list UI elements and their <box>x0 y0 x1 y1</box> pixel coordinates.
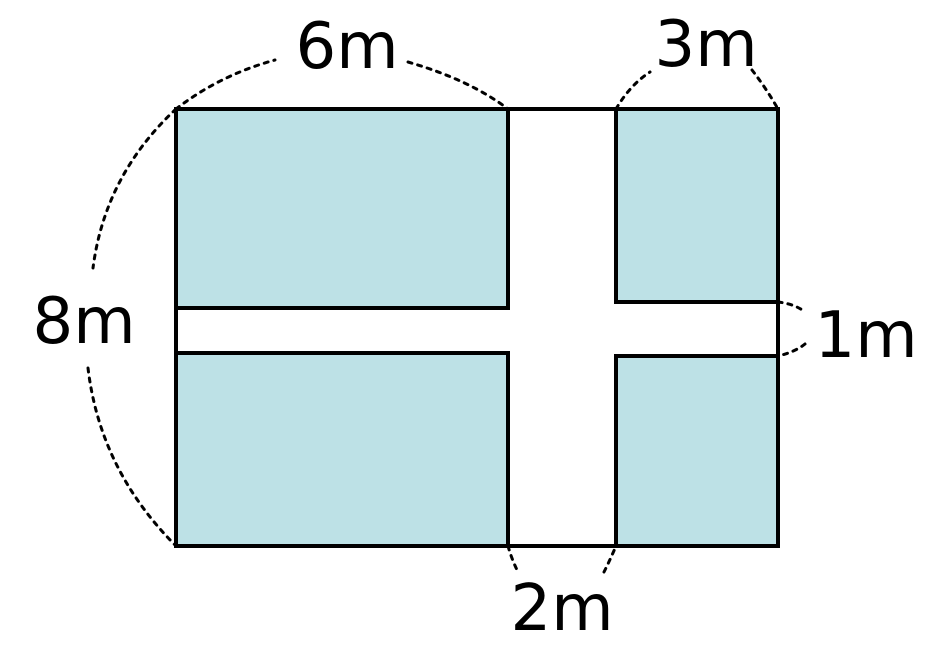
label-8m: 8m <box>32 285 135 359</box>
plot-top-left <box>174 107 510 310</box>
label-6m: 6m <box>295 10 398 84</box>
label-1m: 1m <box>814 299 917 373</box>
label-2m: 2m <box>510 572 613 646</box>
arc-8m <box>86 107 178 548</box>
plot-top-right <box>614 107 780 304</box>
plot-bottom-right <box>614 354 780 548</box>
arc-2m <box>506 544 618 574</box>
label-3m: 3m <box>654 8 757 82</box>
plot-bottom-left <box>174 351 510 548</box>
arc-1m <box>776 300 807 358</box>
arc-6m <box>174 58 510 111</box>
garden-outline <box>174 107 780 548</box>
arc-3m <box>614 68 780 111</box>
